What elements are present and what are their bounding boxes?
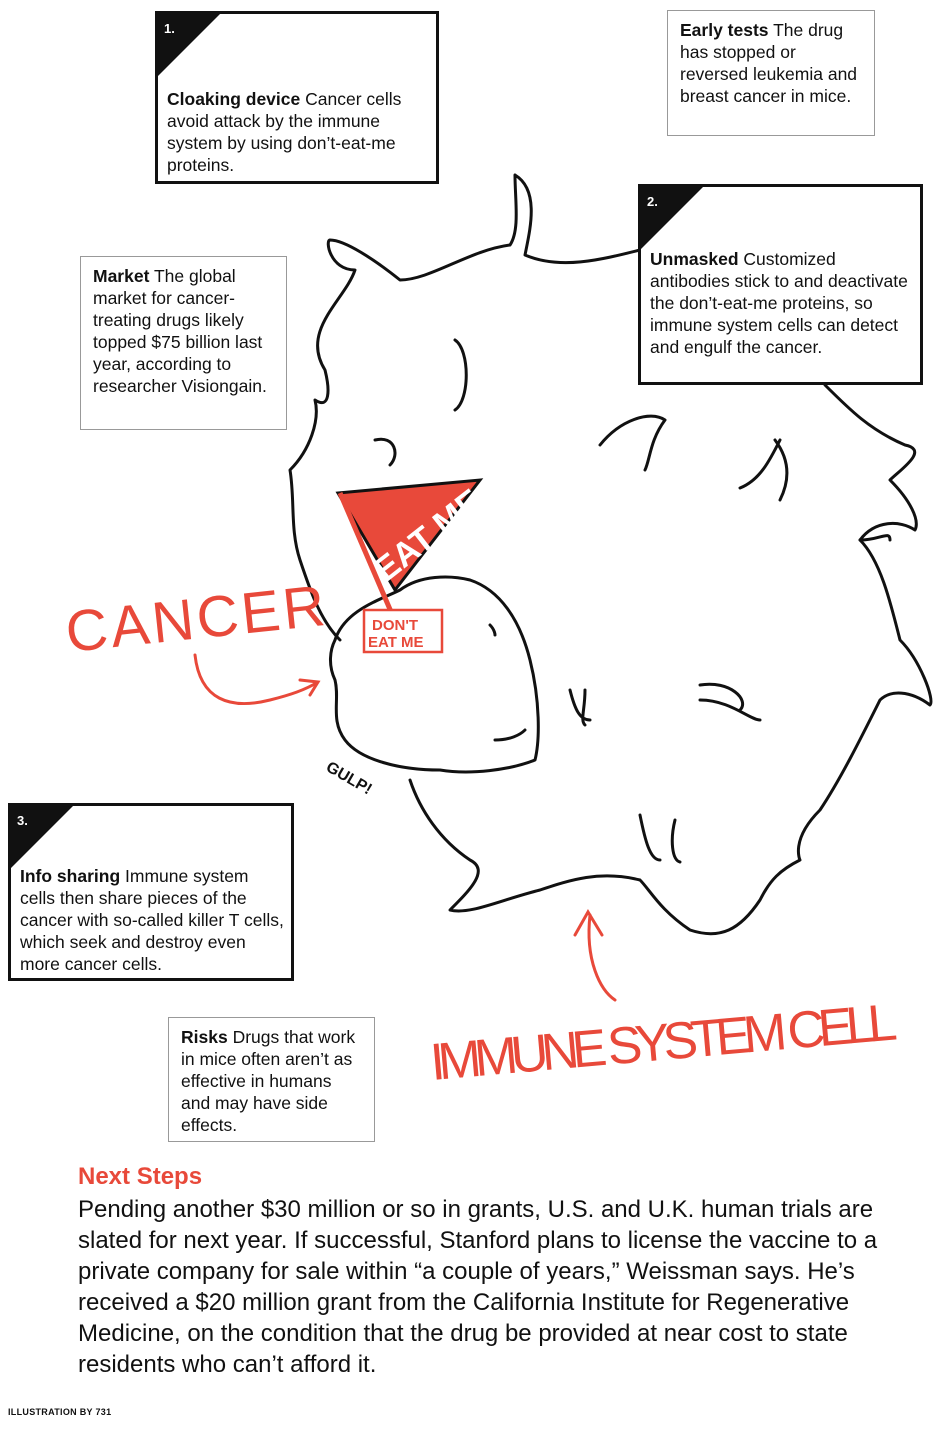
gulp-text: GULP! — [323, 759, 375, 799]
box-text: Immune system cells then share pieces of… — [20, 866, 284, 974]
box-title: Risks — [181, 1027, 228, 1047]
early-tests-box: Early tests The drug has stopped or reve… — [667, 10, 875, 136]
step-number: 2. — [647, 194, 658, 209]
sign-text-line1: DON'T — [372, 617, 418, 634]
box-text: The global market for cancer-treating dr… — [93, 266, 267, 396]
box-text: Cancer cells avoid attack by the immune … — [167, 89, 402, 175]
risks-box: Risks Drugs that work in mice often aren… — [168, 1017, 375, 1142]
box-title: Market — [93, 266, 150, 286]
immune-arrow — [573, 909, 617, 1002]
cancer-cell-outline — [329, 575, 540, 774]
market-box: Market The global market for cancer-trea… — [80, 256, 287, 430]
flag-pole — [337, 492, 401, 629]
box-text: Drugs that work in mice often aren’t as … — [181, 1027, 356, 1135]
cancer-label: CANCER — [63, 573, 331, 665]
next-steps-title: Next Steps — [78, 1163, 203, 1190]
sign-text-line2: EAT ME — [368, 634, 424, 651]
immune-cell-label: IMMUNE SYSTEM CELL — [428, 993, 901, 1092]
step-number: 3. — [17, 813, 28, 828]
next-steps-body: Pending another $30 million or so in gra… — [78, 1196, 878, 1378]
box-title: Info sharing — [20, 866, 121, 886]
cancer-arrow — [193, 653, 321, 705]
step-3-info-sharing-box: 3. Info sharing Immune system cells then… — [8, 803, 294, 981]
box-text: Customized antibodies stick to and deact… — [650, 249, 908, 357]
box-title: Unmasked — [650, 249, 739, 269]
box-text: The drug has stopped or reversed leukemi… — [680, 20, 858, 106]
step-number: 1. — [164, 21, 175, 36]
box-title: Cloaking device — [167, 89, 301, 109]
immune-cell-outline — [288, 173, 933, 936]
eat-me-flag — [335, 478, 484, 593]
box-title: Early tests — [680, 20, 769, 40]
step-2-unmasked-box: 2. Unmasked Customized antibodies stick … — [638, 184, 923, 385]
step-1-cloaking-box: 1. Cloaking device Cancer cells avoid at… — [155, 11, 439, 184]
illustration-credit: ILLUSTRATION BY 731 — [8, 1407, 112, 1417]
dont-eat-me-sign — [362, 608, 444, 654]
